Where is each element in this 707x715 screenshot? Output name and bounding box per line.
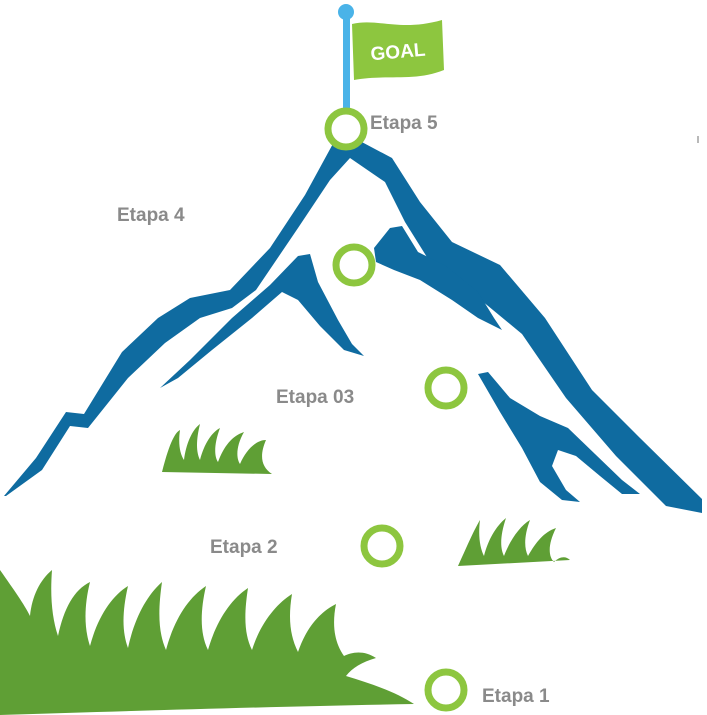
stage-3-label: Etapa 03 bbox=[276, 387, 355, 408]
flag-pole-cap bbox=[338, 4, 354, 20]
stage-2-label: Etapa 2 bbox=[210, 537, 278, 558]
stage-4-marker bbox=[332, 243, 376, 287]
goal-flag bbox=[352, 20, 444, 80]
flag-pole bbox=[343, 14, 350, 124]
mountain-ridge-right bbox=[374, 226, 502, 330]
mountain-ridge-lower bbox=[478, 372, 640, 502]
grass-field-large bbox=[0, 570, 414, 715]
mountain-outline bbox=[4, 132, 702, 513]
stage-5-label: Etapa 5 bbox=[370, 113, 438, 134]
grass-patch-small-right bbox=[458, 518, 570, 566]
stage-1-marker bbox=[424, 668, 468, 712]
goal-flag-text: GOAL bbox=[370, 40, 427, 66]
stage-4-label: Etapa 4 bbox=[117, 205, 185, 226]
stage-5-marker bbox=[324, 107, 368, 151]
mountain-ridge-left bbox=[160, 254, 364, 388]
stage-2-marker bbox=[360, 524, 404, 568]
stage-1-label: Etapa 1 bbox=[482, 686, 550, 707]
grass-patch-small-left bbox=[162, 424, 272, 474]
edge-tick-mark bbox=[697, 136, 699, 143]
stage-3-marker bbox=[424, 366, 468, 410]
